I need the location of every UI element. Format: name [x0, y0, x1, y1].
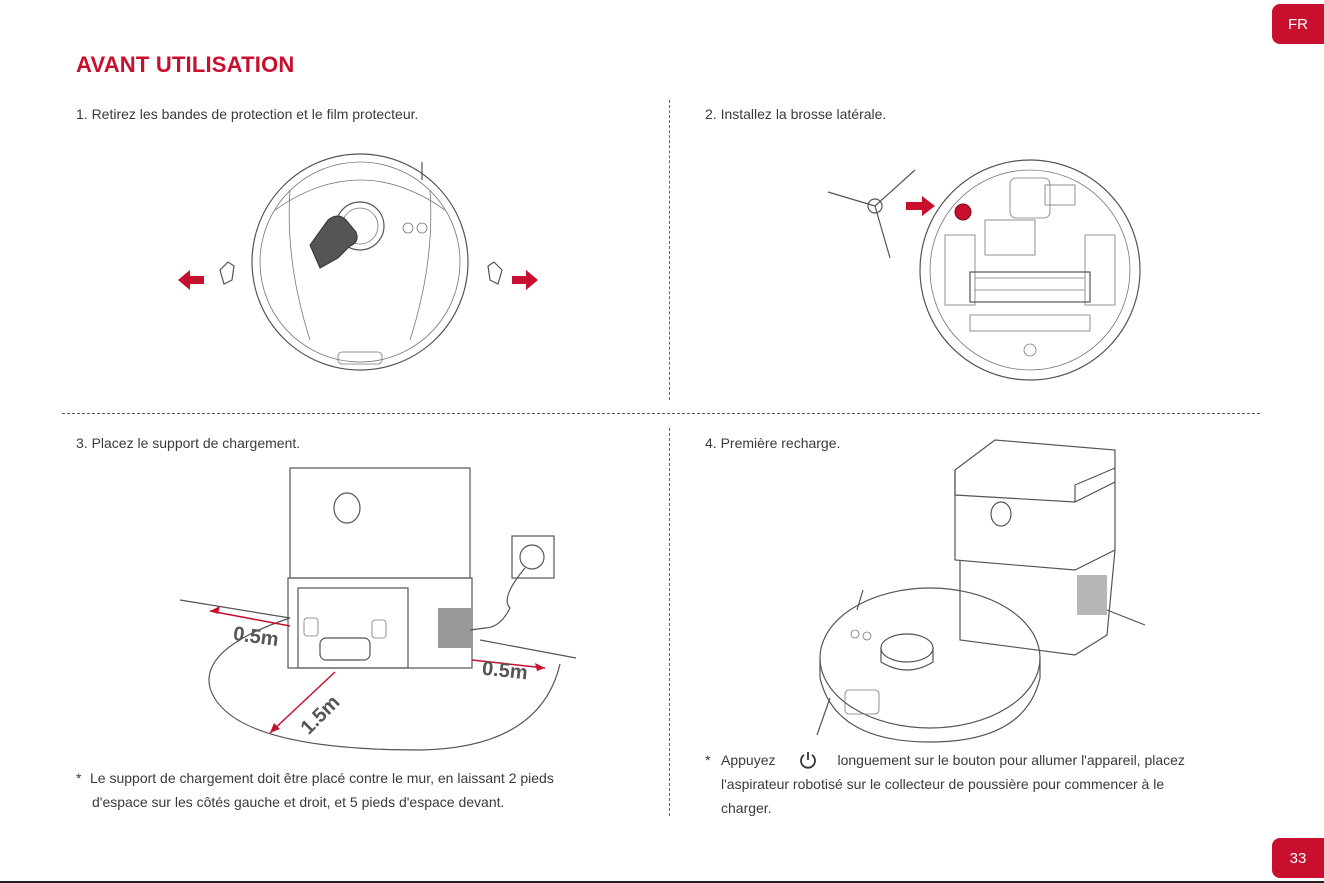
vertical-divider-top: [669, 100, 670, 400]
note-3-line-2: d'espace sur les côtés gauche et droit, …: [92, 794, 505, 810]
dimension-right-label: 0.5m: [481, 657, 529, 685]
robot-on-dock-illustration: [816, 439, 1146, 743]
note-4-text-a: Appuyez: [721, 752, 776, 768]
note-4-line-2: l'aspirateur robotisé sur le collecteur …: [721, 776, 1165, 792]
arrow-right-icon: [512, 270, 538, 290]
note-4-line-3: charger.: [721, 800, 772, 816]
step-3-label: 3. Placez le support de chargement.: [76, 435, 301, 451]
power-icon: [800, 752, 817, 769]
dock-placement-illustration: [179, 467, 577, 751]
vertical-divider-bottom: [669, 428, 670, 816]
horizontal-divider: [62, 413, 1260, 414]
note-bullet: *: [76, 770, 82, 786]
note-bullet: *: [705, 752, 711, 768]
step-4-label: 4. Première recharge.: [705, 435, 841, 451]
robot-bottom-illustration: [827, 159, 1141, 381]
page-number: 33: [1272, 838, 1324, 878]
note-step-4: * Appuyez longuement sur le bouton pour …: [705, 748, 1261, 820]
robot-top-illustration: [178, 153, 538, 371]
bottom-rule: [0, 881, 1324, 883]
step-2-label: 2. Installez la brosse latérale.: [705, 106, 887, 122]
step-1-label: 1. Retirez les bandes de protection et l…: [76, 106, 419, 122]
arrow-left-icon: [178, 270, 204, 290]
note-3-line-1: Le support de chargement doit être placé…: [90, 770, 554, 786]
page-title: AVANT UTILISATION: [76, 52, 295, 77]
note-4-text-b: longuement sur le bouton pour allumer l'…: [837, 752, 1185, 768]
note-step-3: * Le support de chargement doit être pla…: [76, 766, 656, 814]
arrow-right-icon: [906, 196, 935, 216]
language-tab: FR: [1272, 4, 1324, 44]
